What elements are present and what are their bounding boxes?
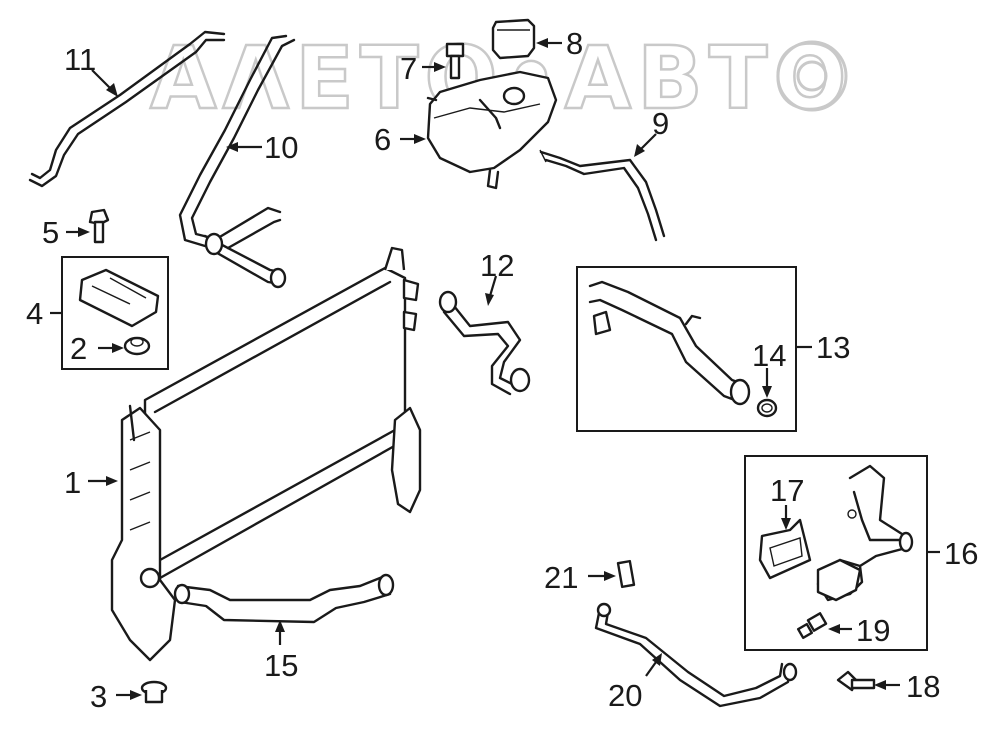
part-9-hose — [539, 149, 666, 242]
callout-2: 2 — [70, 331, 87, 366]
part-6-reservoir — [426, 70, 558, 190]
callout-15: 15 — [264, 648, 298, 683]
part-4-bracket — [78, 268, 160, 328]
watermark-ring-icon — [776, 40, 848, 112]
part-10-hose — [178, 34, 296, 289]
part-20-hose — [594, 602, 798, 708]
part-11-hose — [28, 30, 226, 188]
leader-arrows — [50, 38, 940, 700]
callout-3: 3 — [90, 679, 107, 714]
part-5-bolt — [88, 208, 110, 244]
part-19-sensor — [796, 612, 828, 640]
callout-7: 7 — [400, 51, 417, 86]
part-12-hose — [438, 290, 531, 396]
callout-4: 4 — [26, 296, 43, 331]
callout-6: 6 — [374, 122, 391, 157]
callout-21: 21 — [544, 560, 578, 595]
callout-16: 16 — [944, 536, 978, 571]
callout-1: 1 — [64, 465, 81, 500]
callout-8: 8 — [566, 26, 583, 61]
part-13-kit-box — [576, 266, 797, 432]
callout-14: 14 — [752, 338, 786, 373]
callout-12: 12 — [480, 248, 514, 283]
part-21-clip — [616, 559, 636, 589]
part-18-bolt — [836, 670, 876, 692]
callout-11: 11 — [64, 42, 96, 77]
part-17-gasket — [758, 518, 812, 580]
part-13-tube — [588, 280, 751, 406]
callout-5: 5 — [42, 215, 59, 250]
part-8-cap — [491, 18, 536, 60]
part-1-radiator — [110, 246, 422, 662]
callout-20: 20 — [608, 678, 642, 713]
part-15-hose — [173, 573, 395, 624]
callout-9: 9 — [652, 106, 669, 141]
part-7-bolt — [445, 42, 465, 80]
callout-13: 13 — [816, 330, 850, 365]
callout-10: 10 — [264, 130, 298, 165]
callout-19: 19 — [856, 613, 890, 648]
part-14-o-ring — [756, 398, 778, 418]
callout-18: 18 — [906, 669, 940, 704]
part-3-grommet — [140, 680, 168, 704]
callout-17: 17 — [770, 473, 804, 508]
part-16-thermostat-housing — [816, 464, 914, 602]
part-2-grommet — [123, 336, 151, 356]
